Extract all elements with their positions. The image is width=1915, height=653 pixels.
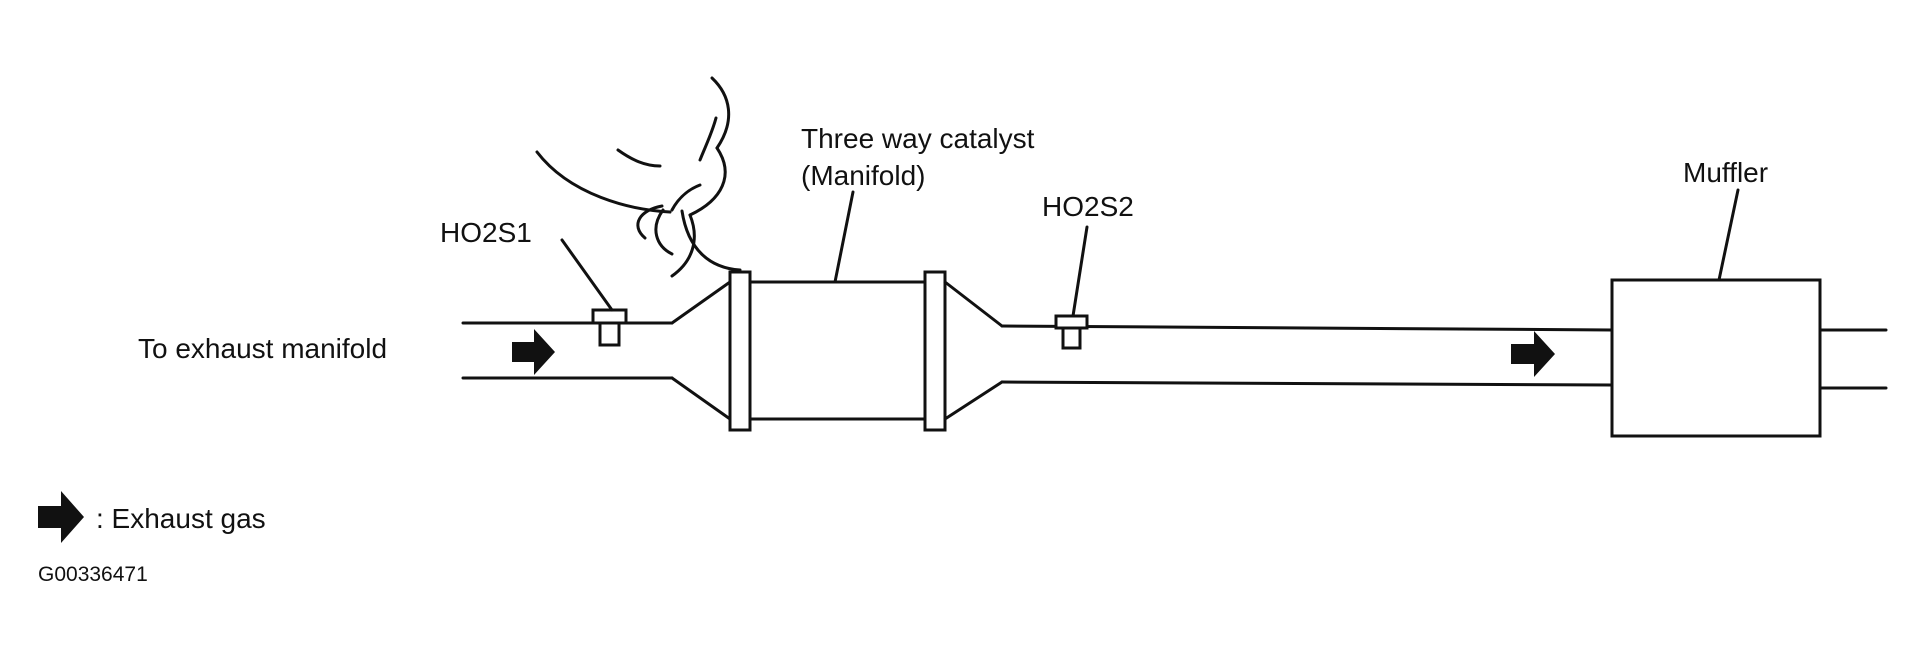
right-arrow-icon bbox=[1511, 331, 1555, 377]
ho2s1-sensor bbox=[591, 308, 628, 347]
catalyst-outlet-cone bbox=[943, 280, 1004, 421]
three-way-catalyst bbox=[728, 270, 947, 432]
manifold-label: To exhaust manifold bbox=[138, 333, 387, 364]
catalyst-leader bbox=[833, 190, 855, 284]
mid-pipe bbox=[1000, 324, 1614, 387]
catalyst-label-line1: Three way catalyst bbox=[801, 123, 1035, 154]
right-arrow-icon bbox=[512, 329, 555, 375]
ho2s2-label: HO2S2 bbox=[1042, 191, 1134, 222]
figure-id: G00336471 bbox=[38, 563, 148, 586]
legend-arrow-icon bbox=[38, 491, 84, 543]
ho2s2-sensor bbox=[1054, 314, 1089, 350]
muffler bbox=[1610, 278, 1822, 438]
muffler-label: Muffler bbox=[1683, 157, 1768, 188]
ho2s1-leader bbox=[560, 238, 614, 312]
catalyst-inlet-cone bbox=[670, 280, 732, 421]
catalyst-label-line2: (Manifold) bbox=[801, 160, 925, 191]
ho2s1-label: HO2S1 bbox=[440, 217, 532, 248]
tail-pipe bbox=[1818, 328, 1888, 390]
inlet-pipe bbox=[461, 321, 674, 380]
muffler-leader bbox=[1717, 188, 1740, 282]
smoke-icon bbox=[535, 76, 742, 278]
ho2s2-leader bbox=[1071, 225, 1089, 318]
legend-text: : Exhaust gas bbox=[96, 503, 266, 534]
